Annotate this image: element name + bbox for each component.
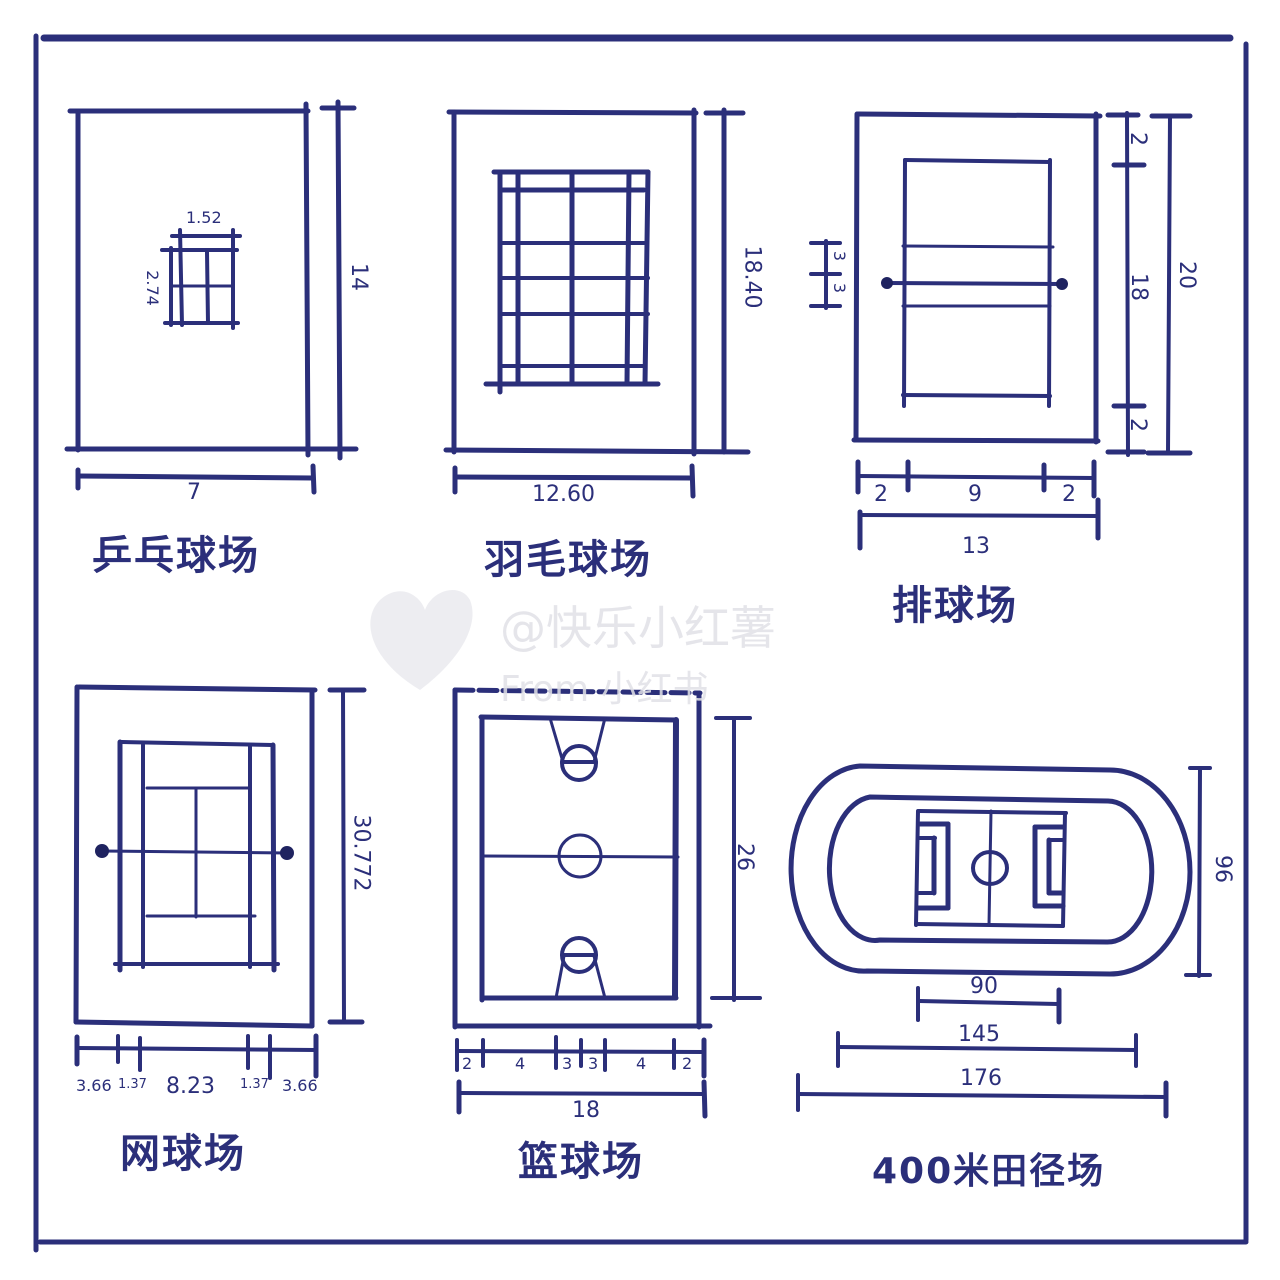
volleyball-total-length: 20 <box>1174 261 1199 289</box>
table-tennis-table-width: 1.52 <box>186 208 222 227</box>
tennis-width-seg-2: 1.37 <box>118 1077 147 1092</box>
volleyball-width-seg-mid: 9 <box>968 482 982 507</box>
volleyball-total-width: 13 <box>962 534 990 559</box>
tennis-drawing <box>73 684 367 1080</box>
basketball-width-seg-5: 4 <box>636 1054 647 1073</box>
tennis-width-seg-1: 3.66 <box>76 1076 112 1095</box>
tennis-width-seg-3: 8.23 <box>166 1074 215 1099</box>
table-tennis-table-length: 2.74 <box>142 270 162 306</box>
basketball-length: 26 <box>732 843 757 871</box>
table-tennis-length: 14 <box>346 263 371 291</box>
table-tennis-title: 乒乓球场 <box>92 533 260 579</box>
tennis-width-seg-4: 1.37 <box>240 1077 269 1092</box>
watermark-source: From 小红书 <box>500 669 709 710</box>
basketball-drawing <box>452 687 762 1119</box>
watermark-handle: @快乐小红薯 <box>500 601 776 655</box>
track-field-length: 90 <box>970 974 998 999</box>
track-height: 96 <box>1210 855 1235 883</box>
table-tennis-width: 7 <box>187 480 201 505</box>
basketball-width-seg-1: 2 <box>462 1054 473 1073</box>
basketball-title: 篮球场 <box>518 1139 644 1185</box>
badminton-width: 12.60 <box>532 482 595 507</box>
badminton-length: 18.40 <box>739 245 765 309</box>
track-inner-length: 145 <box>958 1022 1000 1047</box>
badminton-drawing <box>443 107 751 499</box>
track-outer-length: 176 <box>960 1066 1002 1091</box>
volleyball-attack-zone-a: 3 <box>830 250 850 262</box>
volleyball-drawing <box>809 111 1193 551</box>
tennis-title: 网球场 <box>120 1131 246 1177</box>
basketball-width-seg-4: 3 <box>588 1054 599 1073</box>
basketball-width-seg-6: 2 <box>682 1054 693 1073</box>
basketball-width-seg-3: 3 <box>562 1054 573 1073</box>
tennis-length: 30.772 <box>348 814 374 892</box>
volleyball-attack-zone-b: 3 <box>830 282 850 294</box>
heart-icon <box>370 589 473 690</box>
track-title: 400米田径场 <box>872 1151 1106 1192</box>
outer-frame <box>33 33 1249 1253</box>
basketball-width-seg-2: 4 <box>515 1054 526 1073</box>
volleyball-length-seg-top: 2 <box>1125 132 1150 146</box>
volleyball-length-seg-bottom: 2 <box>1125 418 1150 432</box>
table-tennis-drawing <box>64 99 359 495</box>
volleyball-width-seg-right: 2 <box>1062 482 1076 507</box>
badminton-title: 羽毛球场 <box>484 537 652 583</box>
track-400m-drawing <box>788 763 1212 1119</box>
tennis-width-seg-5: 3.66 <box>282 1076 318 1095</box>
volleyball-title: 排球场 <box>892 583 1018 629</box>
volleyball-length-seg-mid: 18 <box>1126 273 1151 301</box>
basketball-total-width: 18 <box>572 1098 600 1123</box>
volleyball-width-seg-left: 2 <box>874 482 888 507</box>
